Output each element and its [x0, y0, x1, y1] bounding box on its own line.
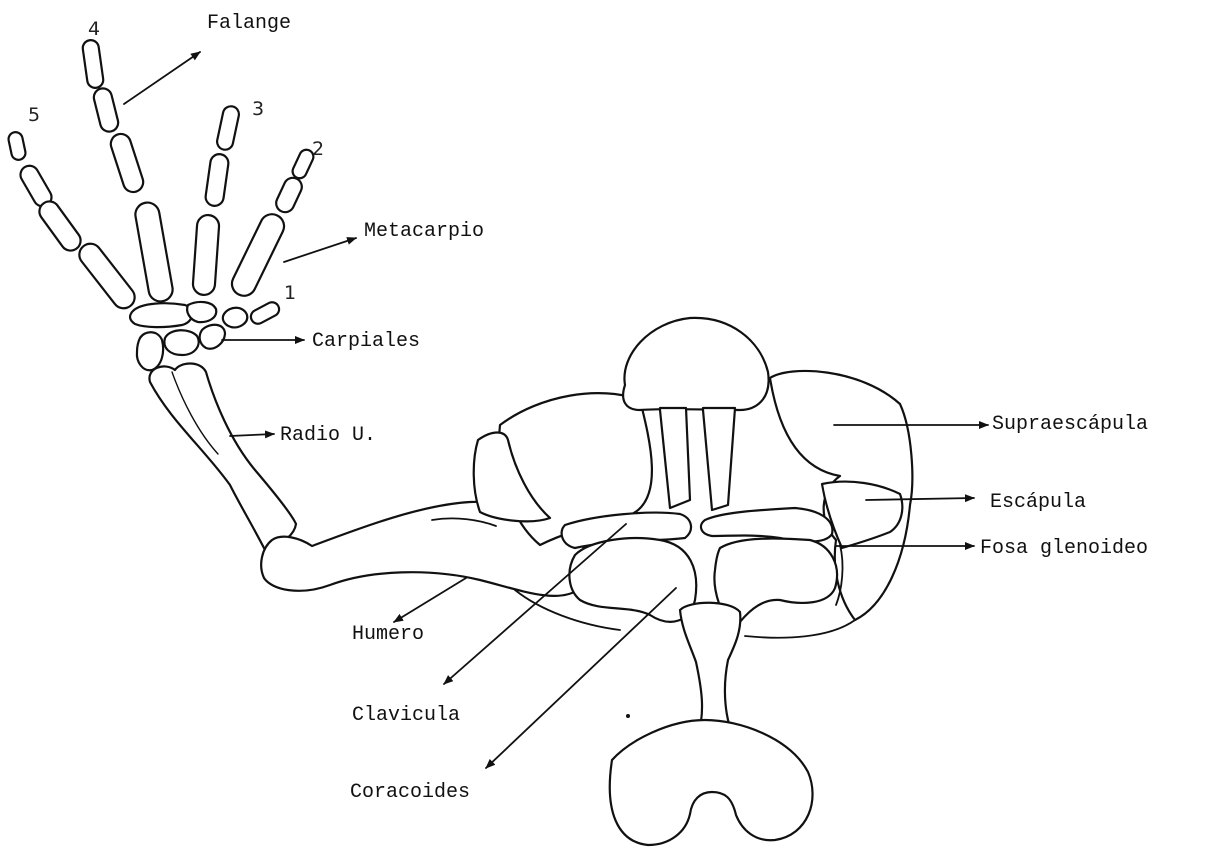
arrow-humero: [394, 578, 466, 622]
episternum-plate: [623, 318, 768, 410]
arrow-radio: [230, 434, 274, 436]
xiphisternum: [610, 720, 813, 845]
digit-number-1: 1: [284, 284, 296, 303]
carpal-bones: [130, 302, 247, 370]
digit-1-bone: [248, 300, 281, 326]
digit-number-3: 3: [252, 100, 264, 119]
arrow-metacarpio: [284, 238, 356, 262]
label-humero: Humero: [352, 625, 424, 645]
label-falange: Falange: [207, 14, 291, 34]
label-fosa-glenoideo: Fosa glenoideo: [980, 539, 1148, 559]
clavicle-right: [701, 508, 832, 542]
digit-number-4: 4: [88, 20, 100, 39]
digit-number-5: 5: [28, 106, 40, 125]
label-metacarpio: Metacarpio: [364, 222, 484, 242]
label-escapula: Escápula: [990, 493, 1086, 513]
digit-2-bones: [228, 147, 316, 299]
label-coracoides: Coracoides: [350, 783, 470, 803]
label-supraescapula: Supraescápula: [992, 415, 1148, 435]
label-clavicula: Clavicula: [352, 706, 460, 726]
arrow-falange: [124, 52, 200, 104]
label-radio: Radio U.: [280, 426, 376, 446]
digit-number-2: 2: [312, 140, 324, 159]
digit-3-bones: [192, 105, 240, 296]
coracoid-left: [569, 538, 696, 622]
radio-ulna-bone: [149, 364, 296, 551]
label-carpiales: Carpiales: [312, 332, 420, 352]
